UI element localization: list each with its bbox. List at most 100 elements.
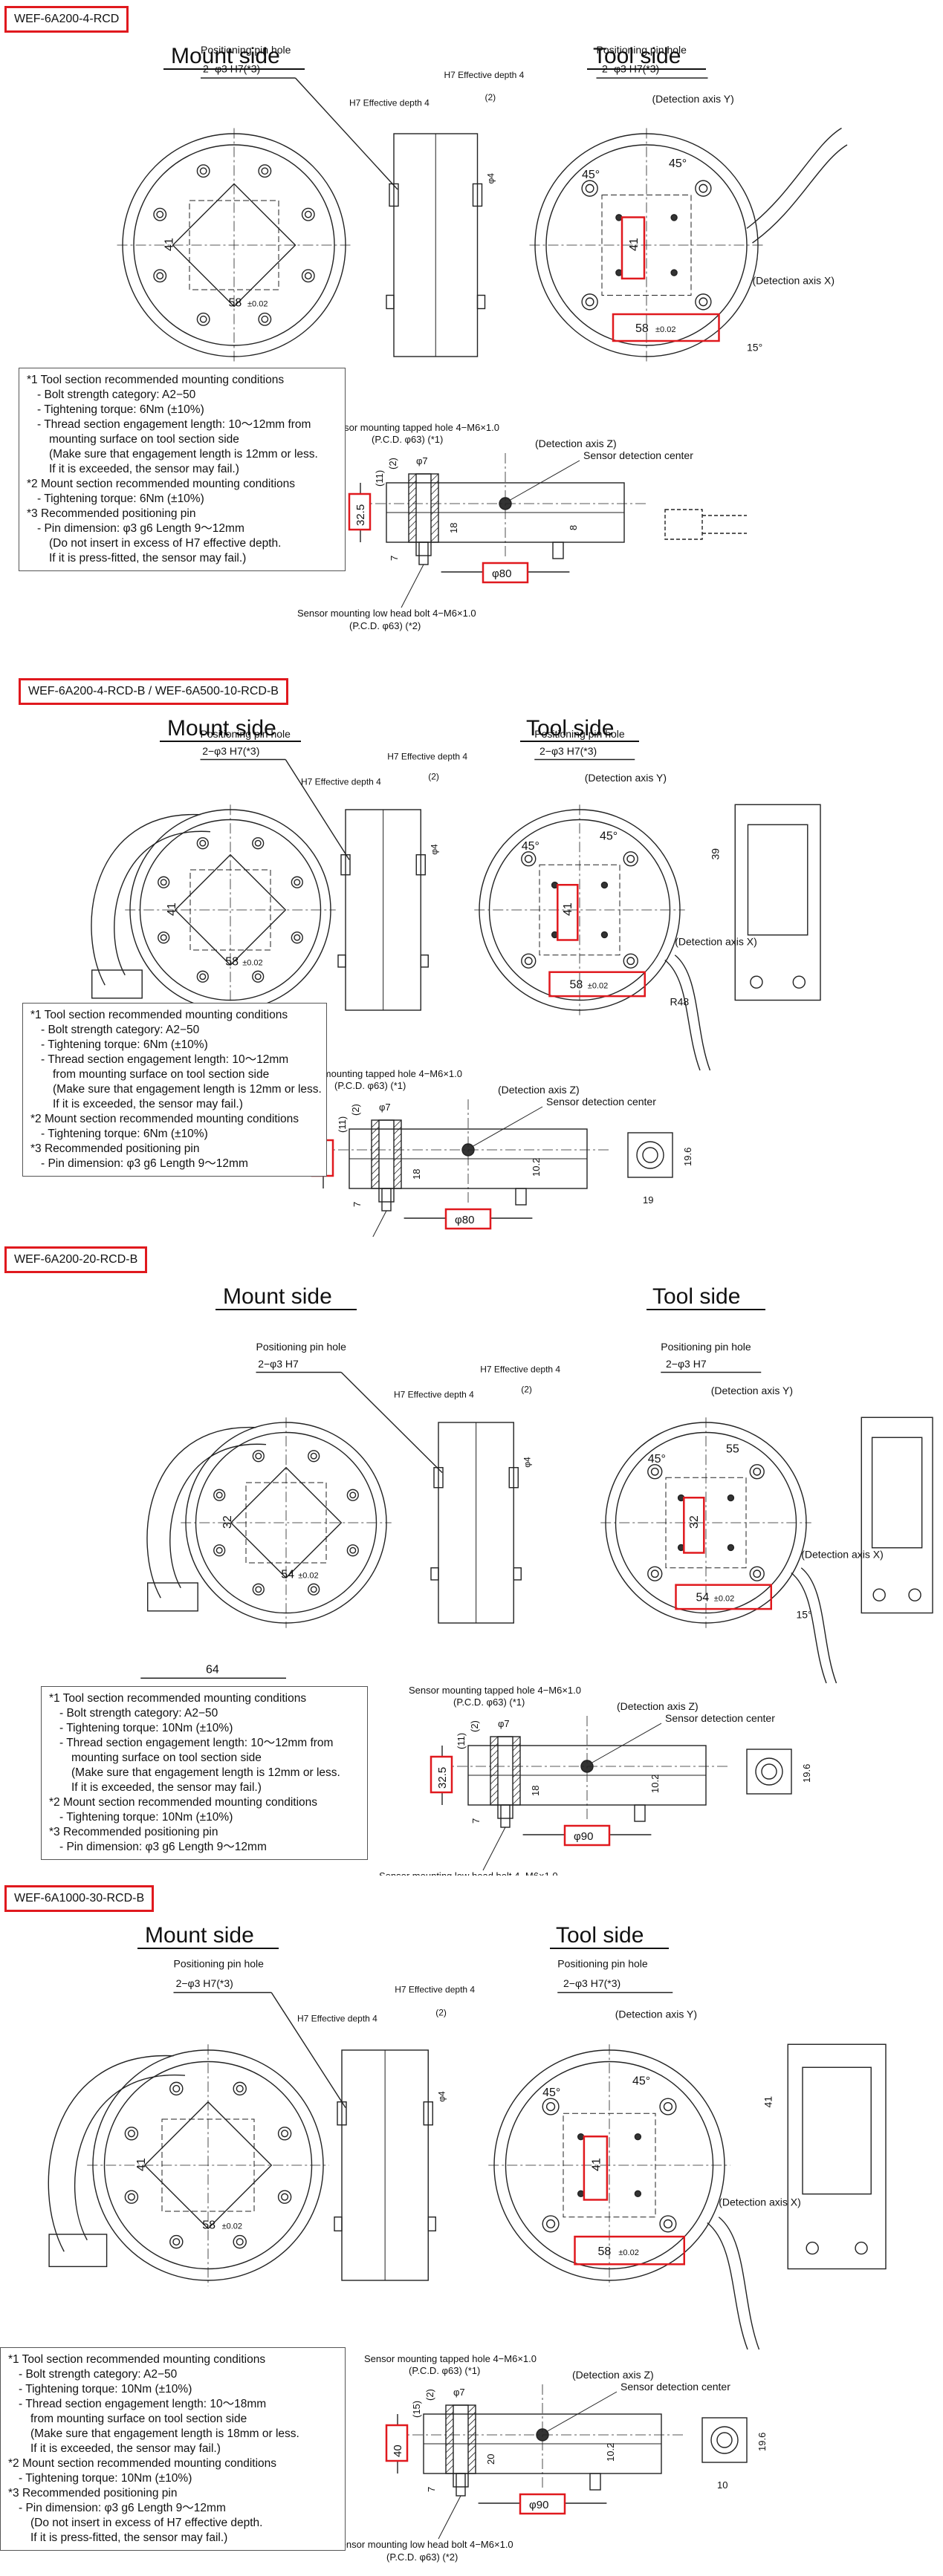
mount-bolt-hole — [308, 1450, 320, 1463]
phi7-label: φ7 — [379, 1102, 391, 1113]
note-line: mounting surface on tool section side — [49, 433, 239, 446]
note-line: - Pin dimension: φ3 g6 Length 9〜12mm — [37, 522, 244, 535]
tool-bolt-hole — [749, 1464, 765, 1480]
dim-41-mount: 32 — [221, 1515, 234, 1529]
note-line: - Tightening torque: 6Nm (±10%) — [37, 492, 204, 505]
tapped-hole-label: Sensor mounting tapped hole 4−M6×1.0 — [327, 422, 499, 433]
mount-bolt-hole — [158, 931, 170, 944]
dim-41-tool: 41 — [562, 902, 574, 916]
connector-detail — [627, 1132, 673, 1178]
dim-58-highlight — [548, 971, 646, 998]
pin-hole-left — [389, 183, 399, 207]
dim-41-tool: 41 — [628, 238, 641, 251]
dim-41-highlight — [557, 884, 579, 941]
dim-41-highlight — [583, 2136, 609, 2201]
mount-bolt-hole — [158, 876, 170, 888]
mount-side-title: Mount side — [145, 1923, 254, 1948]
mount-bolt-hole — [169, 2234, 184, 2249]
cable — [664, 959, 701, 1071]
tol-tool: ±0.02 — [588, 981, 608, 990]
angle-label: 15° — [797, 1608, 812, 1620]
pin-spec-label: 2−φ3 H7(*3) — [202, 745, 259, 757]
detection-axis-z: (Detection axis Z) — [572, 2369, 654, 2381]
note-line: - Thread section engagement length: 10〜1… — [41, 1053, 289, 1066]
model-name-badge: WEF-6A200-4-RCD-B / WEF-6A500-10-RCD-B — [19, 678, 288, 705]
mount-bolt-hole — [233, 2081, 247, 2096]
note-line: - Tightening torque: 10Nm (±10%) — [19, 2472, 192, 2485]
tool-bolt-hole — [647, 1464, 663, 1480]
tapped-hole-label: Sensor mounting tapped hole 4−M6×1.0 — [364, 2353, 537, 2364]
dim-7: 7 — [351, 1202, 363, 1207]
detection-axis-x: (Detection axis X) — [753, 275, 835, 287]
tool-pin-spec-label: 2−φ3 H7(*3) — [563, 1977, 620, 1989]
note-line: - Tightening torque: 6Nm (±10%) — [41, 1038, 208, 1051]
tol-mount: ±0.02 — [298, 1571, 318, 1580]
dim-41-highlight — [620, 216, 646, 280]
connector-body — [48, 2234, 108, 2268]
dim-extra: 41 — [762, 2096, 774, 2108]
diameter-highlight — [444, 1208, 492, 1230]
note-line: - Bolt strength category: A2−50 — [41, 1024, 200, 1036]
tool-side-title: Tool side — [593, 44, 681, 68]
dim-58-tool: 58 — [635, 322, 649, 335]
tapped-pcd-label: (P.C.D. φ63) (*1) — [372, 434, 443, 445]
angle-label: 15° — [747, 342, 762, 354]
detection-axis-z: (Detection axis Z) — [535, 438, 617, 449]
tool-pin-spec-label: 2−φ3 H7(*3) — [539, 745, 597, 757]
model-name-badge: WEF-6A200-20-RCD-B — [4, 1246, 148, 1273]
note-line: - Tightening torque: 10Nm (±10%) — [59, 1722, 233, 1734]
pin-hole-left — [433, 1467, 444, 1489]
note-line: - Tightening torque: 10Nm (±10%) — [59, 1811, 233, 1824]
mount-bolt-hole — [346, 1544, 359, 1557]
tool-bolt-hole — [647, 1566, 663, 1581]
angle-45-b: 55 — [726, 1443, 739, 1456]
note-line: *2 Mount section recommended mounting co… — [30, 1113, 299, 1125]
connector-body — [91, 969, 143, 999]
cable — [707, 2222, 748, 2350]
detection-axis-z: (Detection axis Z) — [498, 1084, 580, 1096]
tapped-pcd-label: (P.C.D. φ63) (*1) — [409, 2365, 480, 2376]
bolt-label: Sensor mounting low head bolt 4−M6×1.0 — [334, 2539, 513, 2550]
phi4-label: φ4 — [522, 1457, 532, 1468]
mounting-notes-box: *1 Tool section recommended mounting con… — [22, 1003, 327, 1177]
mounting-notes-box: *1 Tool section recommended mounting con… — [0, 2347, 346, 2551]
tapped-pcd-label: (P.C.D. φ63) (*1) — [334, 1080, 406, 1091]
dim-41-mount: 41 — [163, 238, 176, 251]
dim-paren-11: (11) — [337, 1116, 348, 1133]
dim-7: 7 — [470, 1818, 482, 1824]
note-line: - Pin dimension: φ3 g6 Length 9〜12mm — [19, 2502, 226, 2514]
note-line: *3 Recommended positioning pin — [27, 507, 196, 520]
dim-41-tool: 41 — [591, 2158, 603, 2171]
phi7-label: φ7 — [498, 1718, 510, 1729]
dim-64: 64 — [206, 1664, 219, 1676]
diameter-dim: φ90 — [574, 1830, 593, 1843]
angle-45-a: 45° — [522, 840, 539, 853]
h7-depth-label-b: H7 Effective depth 4 — [395, 1985, 475, 1995]
tapped-pcd-label: (P.C.D. φ63) (*1) — [453, 1697, 525, 1708]
tool-bolt-hole — [659, 2215, 677, 2233]
bolt-pcd-label: (P.C.D. φ63) (*2) — [386, 2551, 458, 2563]
mounting-notes-box: *1 Tool section recommended mounting con… — [41, 1686, 368, 1860]
dim-58-tool: 54 — [696, 1591, 710, 1604]
tol-mount: ±0.02 — [247, 300, 268, 309]
paren-2-label: (2) — [428, 772, 439, 782]
note-line: *3 Recommended positioning pin — [30, 1142, 200, 1155]
hatched-bolt-section — [490, 1736, 521, 1806]
dim-8: 10.2 — [605, 2443, 616, 2462]
dim-paren-2: (2) — [350, 1104, 361, 1116]
mount-bolt-hole — [258, 312, 272, 326]
mount-plate-outline — [143, 2101, 273, 2230]
note-line: *2 Mount section recommended mounting co… — [27, 478, 296, 490]
side-housing — [734, 804, 821, 1001]
hatched-bolt-section — [371, 1119, 402, 1189]
mount-bolt-hole — [301, 207, 315, 221]
model-name-badge: WEF-6A200-4-RCD — [4, 6, 129, 33]
tool-bolt-hole — [542, 2098, 560, 2115]
tool-bolt-hole — [521, 953, 537, 969]
pin-spec-label: 2−φ3 H7(*3) — [203, 63, 260, 75]
dim-paren-11: (15) — [411, 2401, 422, 2418]
tol-mount: ±0.02 — [222, 2222, 242, 2231]
